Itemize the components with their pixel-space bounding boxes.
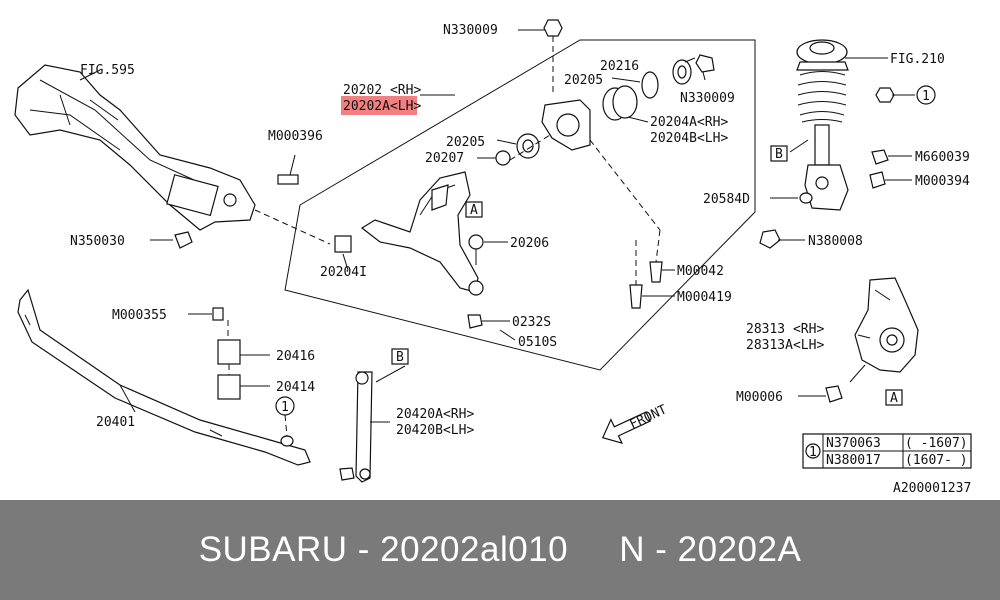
legend-row-1-part: N370063 bbox=[826, 436, 881, 451]
label-20202a-lh: 20202A<LH> bbox=[343, 99, 421, 114]
legend-row-2-range: (1607- ) bbox=[905, 453, 968, 468]
marker-circle-1-top: 1 bbox=[916, 85, 936, 105]
label-20416: 20416 bbox=[276, 349, 315, 364]
control-arm-part bbox=[334, 171, 484, 296]
parts-diagram: N330009 FIG.595 FIG.210 20202 <RH> 20202… bbox=[14, 19, 972, 496]
svg-text:B: B bbox=[396, 350, 404, 365]
label-20204i: 20204I bbox=[320, 265, 367, 280]
marker-box-b-strut: B bbox=[770, 145, 788, 162]
leader-lines bbox=[79, 29, 915, 437]
front-arrow bbox=[601, 411, 652, 445]
label-20205-top: 20205 bbox=[564, 73, 603, 88]
crossmember-part bbox=[14, 64, 256, 231]
label-m00042: M00042 bbox=[677, 264, 724, 279]
label-20207: 20207 bbox=[425, 151, 464, 166]
label-20216: 20216 bbox=[600, 59, 639, 74]
label-fig210: FIG.210 bbox=[890, 52, 945, 67]
legend-row-2-part: N380017 bbox=[826, 453, 881, 468]
label-20420a: 20420A<RH> bbox=[396, 407, 474, 422]
label-20414: 20414 bbox=[276, 380, 315, 395]
label-m000396: M000396 bbox=[268, 129, 323, 144]
svg-text:1: 1 bbox=[281, 400, 289, 415]
label-front: FRONT bbox=[628, 402, 670, 432]
label-n380008: N380008 bbox=[808, 234, 863, 249]
svg-text:A: A bbox=[470, 203, 478, 218]
label-n330009-top: N330009 bbox=[443, 23, 498, 38]
svg-text:A: A bbox=[890, 391, 898, 406]
label-n350030: N350030 bbox=[70, 234, 125, 249]
label-diagram-id: A200001237 bbox=[893, 481, 971, 496]
highlight-20202a bbox=[341, 96, 417, 115]
svg-text:1: 1 bbox=[922, 89, 930, 104]
label-m000355: M000355 bbox=[112, 308, 167, 323]
footer-text: SUBARU - 20202al010 N - 20202A bbox=[198, 530, 802, 569]
marker-box-a-knuckle: A bbox=[885, 389, 903, 406]
legend-table: 1 N370063 ( -1607) N380017 (1607- ) bbox=[802, 433, 972, 469]
marker-box-b-link: B bbox=[391, 348, 409, 365]
svg-text:B: B bbox=[775, 147, 783, 162]
label-m000419: M000419 bbox=[677, 290, 732, 305]
label-20206: 20206 bbox=[510, 236, 549, 251]
label-0232s: 0232S bbox=[512, 315, 551, 330]
label-20584d: 20584D bbox=[703, 192, 750, 207]
assembly-outline bbox=[284, 39, 756, 371]
label-20202-rh: 20202 <RH> bbox=[343, 83, 421, 98]
label-28313-rh: 28313 <RH> bbox=[746, 322, 824, 337]
footer-banner: SUBARU - 20202al010 N - 20202A bbox=[0, 500, 1000, 600]
label-fig595: FIG.595 bbox=[80, 63, 135, 78]
label-28313a-lh: 28313A<LH> bbox=[746, 338, 824, 353]
label-20401: 20401 bbox=[96, 415, 135, 430]
label-m000394: M000394 bbox=[915, 174, 970, 189]
bushing-parts bbox=[495, 54, 715, 166]
fasteners bbox=[174, 19, 895, 481]
label-m660039: M660039 bbox=[915, 150, 970, 165]
marker-box-a-arm: A bbox=[465, 201, 483, 218]
stabilizer-bar-part bbox=[17, 288, 373, 483]
label-m00006: M00006 bbox=[736, 390, 783, 405]
label-20204b: 20204B<LH> bbox=[650, 131, 728, 146]
label-20205-mid: 20205 bbox=[446, 135, 485, 150]
legend-key: 1 bbox=[809, 445, 817, 460]
knuckle-part bbox=[849, 277, 919, 383]
marker-circle-1-bottom: 1 bbox=[275, 396, 295, 416]
diagram-svg: N330009 FIG.595 FIG.210 20202 <RH> 20202… bbox=[14, 19, 972, 496]
label-20204a: 20204A<RH> bbox=[650, 115, 728, 130]
strut-assembly bbox=[796, 39, 849, 211]
legend-row-1-range: ( -1607) bbox=[905, 436, 968, 451]
label-20420b: 20420B<LH> bbox=[396, 423, 474, 438]
label-0510s: 0510S bbox=[518, 335, 557, 350]
label-n330009-mid: N330009 bbox=[680, 91, 735, 106]
